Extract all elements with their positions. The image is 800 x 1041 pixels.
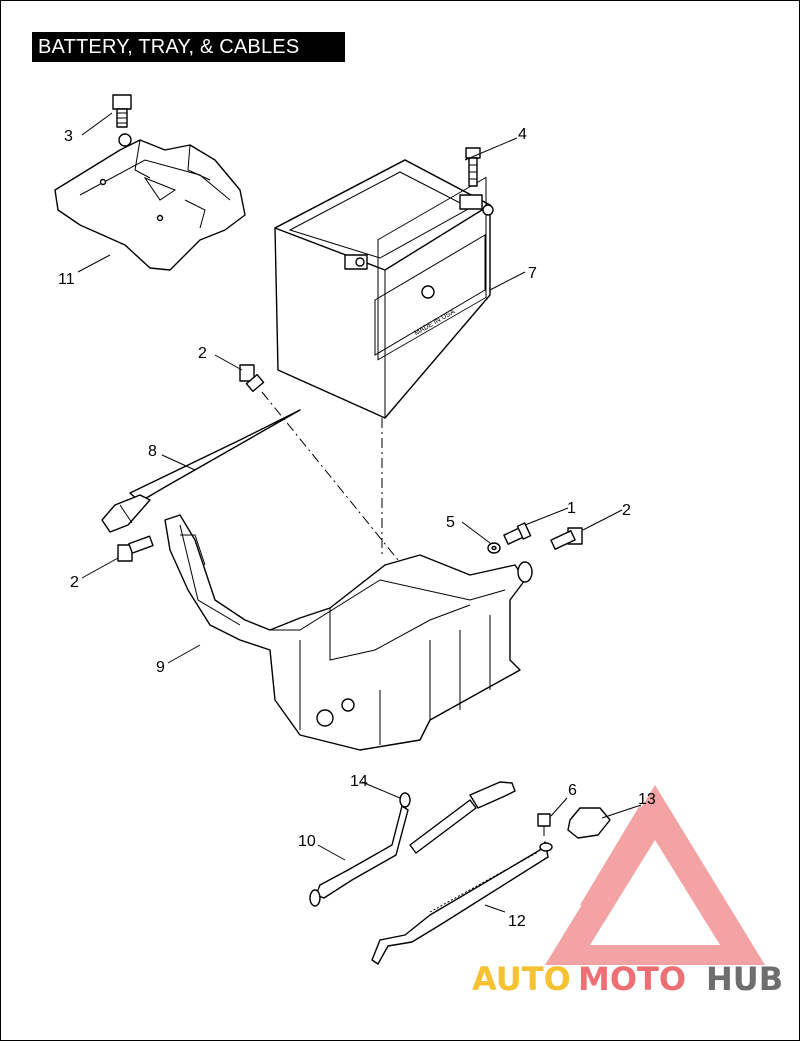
screw-3: [112, 94, 132, 128]
watermark-text-hub: HUB: [706, 960, 783, 998]
hold-down-bracket: [54, 133, 246, 271]
screw-2-left: [117, 535, 154, 562]
cable-10: [309, 781, 516, 907]
callout-3: 3: [64, 128, 73, 145]
callout-7: 7: [528, 265, 537, 282]
callout-numbers: 3 4 7 11 2 8 5 1 2 2 9 14 10 12 6 13: [58, 126, 656, 930]
battery: MADE IN USA: [274, 159, 494, 419]
callout-11: 11: [58, 271, 75, 288]
leader-lines: [77, 112, 642, 913]
cable-12: [371, 841, 553, 965]
callout-14: 14: [350, 773, 368, 790]
callout-1: 1: [567, 500, 576, 517]
terminal-cover-13: [567, 807, 611, 839]
callout-2-left: 2: [70, 574, 79, 591]
battery-tray: [164, 514, 533, 751]
callout-12: 12: [508, 913, 526, 930]
washer-5: [487, 542, 501, 554]
callout-2-right: 2: [622, 502, 631, 519]
callout-2-upper: 2: [198, 345, 207, 362]
callout-8: 8: [148, 443, 157, 460]
callout-9: 9: [156, 659, 165, 676]
watermark-text-moto: MOTO: [578, 960, 686, 998]
screw-2-right: [550, 527, 583, 550]
nut-6: [537, 813, 551, 840]
callout-13: 13: [638, 791, 656, 808]
bolt-4: [465, 147, 481, 187]
page-title: BATTERY, TRAY, & CABLES: [32, 32, 345, 62]
watermark-logo: [545, 785, 765, 965]
callout-6: 6: [568, 782, 577, 799]
watermark-text: AUTO MOTO HUB: [472, 960, 783, 998]
watermark-text-auto: AUTO: [472, 960, 571, 998]
screw-1: [503, 522, 532, 545]
callout-5: 5: [446, 514, 455, 531]
callout-10: 10: [298, 833, 316, 850]
callout-4: 4: [518, 126, 527, 143]
screw-2-upper: [239, 364, 265, 393]
strap: [101, 409, 301, 533]
